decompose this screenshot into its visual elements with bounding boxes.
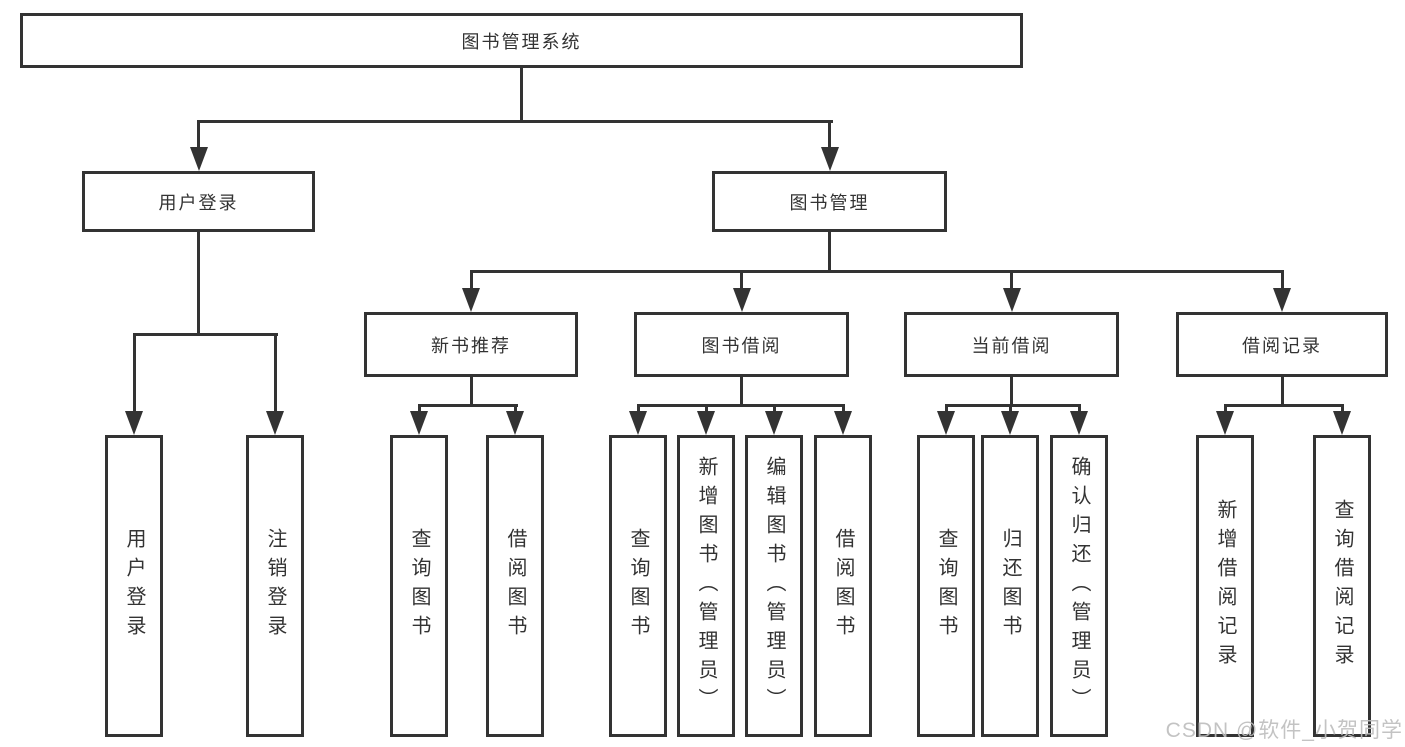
node-root-label: 图书管理系统 — [461, 31, 582, 52]
csdn-watermark: CSDN @软件_小贺同学 — [1165, 719, 1403, 742]
leaf-edit-books-admin-label: 编辑图书（管理员） — [763, 455, 785, 717]
arrow-down-icon — [125, 411, 143, 435]
leaf-borrow-books-recommend: 借阅图书 — [486, 435, 544, 737]
arrow-down-icon — [190, 147, 208, 171]
connector-line — [1281, 376, 1284, 407]
connector-line — [1010, 270, 1013, 292]
leaf-query-books-borrowing-label: 查询图书 — [627, 528, 649, 644]
connector-line — [1009, 404, 1012, 415]
arrow-down-icon — [821, 147, 839, 171]
leaf-query-books-borrowing: 查询图书 — [609, 435, 667, 737]
connector-line — [197, 120, 200, 150]
node-book-management-label: 图书管理 — [789, 192, 870, 213]
leaf-borrow-books-recommend-label: 借阅图书 — [504, 528, 526, 644]
connector-line — [133, 333, 278, 336]
arrow-down-icon — [1273, 288, 1291, 312]
arrow-down-icon — [1333, 411, 1351, 435]
arrow-down-icon — [697, 411, 715, 435]
leaf-confirm-return-admin-label: 确认归还（管理员） — [1068, 455, 1090, 717]
leaf-add-borrow-record-label: 新增借阅记录 — [1214, 499, 1236, 673]
arrow-down-icon — [765, 411, 783, 435]
leaf-add-borrow-record: 新增借阅记录 — [1196, 435, 1254, 737]
arrow-down-icon — [462, 288, 480, 312]
connector-line — [1281, 270, 1284, 292]
node-borrow-records: 借阅记录 — [1176, 312, 1388, 377]
leaf-query-books-recommend: 查询图书 — [390, 435, 448, 737]
node-current-borrowing-label: 当前借阅 — [971, 335, 1052, 356]
node-book-borrowing: 图书借阅 — [634, 312, 849, 377]
connector-line — [197, 120, 833, 123]
connector-line — [740, 376, 743, 407]
connector-line — [197, 232, 200, 336]
leaf-user-login-label: 用户登录 — [123, 528, 145, 644]
connector-line — [828, 120, 831, 150]
arrow-down-icon — [266, 411, 284, 435]
leaf-return-books-label: 归还图书 — [999, 528, 1021, 644]
connector-line — [470, 376, 473, 407]
node-user-login: 用户登录 — [82, 171, 315, 232]
leaf-edit-books-admin: 编辑图书（管理员） — [745, 435, 803, 737]
arrow-down-icon — [410, 411, 428, 435]
connector-line — [274, 333, 277, 415]
leaf-query-books-recommend-label: 查询图书 — [408, 528, 430, 644]
connector-line — [945, 404, 1081, 407]
connector-line — [418, 404, 421, 415]
arrow-down-icon — [506, 411, 524, 435]
arrow-down-icon — [1216, 411, 1234, 435]
connector-line — [470, 270, 1284, 273]
leaf-confirm-return-admin: 确认归还（管理员） — [1050, 435, 1108, 737]
node-user-login-label: 用户登录 — [158, 192, 239, 213]
leaf-query-books-current: 查询图书 — [917, 435, 975, 737]
connector-line — [705, 404, 708, 415]
connector-line — [1341, 404, 1344, 415]
arrow-down-icon — [1070, 411, 1088, 435]
leaf-logout: 注销登录 — [246, 435, 304, 737]
leaf-query-books-current-label: 查询图书 — [935, 528, 957, 644]
leaf-add-books-admin: 新增图书（管理员） — [677, 435, 735, 737]
node-current-borrowing: 当前借阅 — [904, 312, 1119, 377]
connector-line — [514, 404, 517, 415]
connector-line — [470, 270, 473, 292]
node-book-management: 图书管理 — [712, 171, 947, 232]
connector-line — [1078, 404, 1081, 415]
connector-line — [740, 270, 743, 292]
arrow-down-icon — [834, 411, 852, 435]
connector-line — [133, 333, 136, 415]
leaf-query-borrow-record-label: 查询借阅记录 — [1331, 499, 1353, 673]
arrow-down-icon — [733, 288, 751, 312]
arrow-down-icon — [937, 411, 955, 435]
leaf-borrow-books: 借阅图书 — [814, 435, 872, 737]
connector-line — [520, 67, 523, 123]
connector-line — [773, 404, 776, 415]
leaf-user-login: 用户登录 — [105, 435, 163, 737]
connector-line — [1224, 404, 1344, 407]
leaf-query-borrow-record: 查询借阅记录 — [1313, 435, 1371, 737]
arrow-down-icon — [1003, 288, 1021, 312]
connector-line — [418, 404, 518, 407]
connector-line — [637, 404, 640, 415]
connector-line — [945, 404, 948, 415]
leaf-borrow-books-label: 借阅图书 — [832, 528, 854, 644]
arrow-down-icon — [629, 411, 647, 435]
node-borrow-records-label: 借阅记录 — [1242, 335, 1322, 356]
node-root: 图书管理系统 — [20, 13, 1023, 68]
node-book-borrowing-label: 图书借阅 — [701, 335, 782, 356]
leaf-logout-label: 注销登录 — [264, 528, 286, 644]
node-new-book-recommend-label: 新书推荐 — [431, 335, 511, 356]
connector-line — [637, 404, 845, 407]
leaf-add-books-admin-label: 新增图书（管理员） — [695, 455, 717, 717]
connector-line — [828, 232, 831, 273]
connector-line — [1224, 404, 1227, 415]
leaf-return-books: 归还图书 — [981, 435, 1039, 737]
connector-line — [1010, 376, 1013, 407]
arrow-down-icon — [1001, 411, 1019, 435]
connector-line — [842, 404, 845, 415]
node-new-book-recommend: 新书推荐 — [364, 312, 578, 377]
